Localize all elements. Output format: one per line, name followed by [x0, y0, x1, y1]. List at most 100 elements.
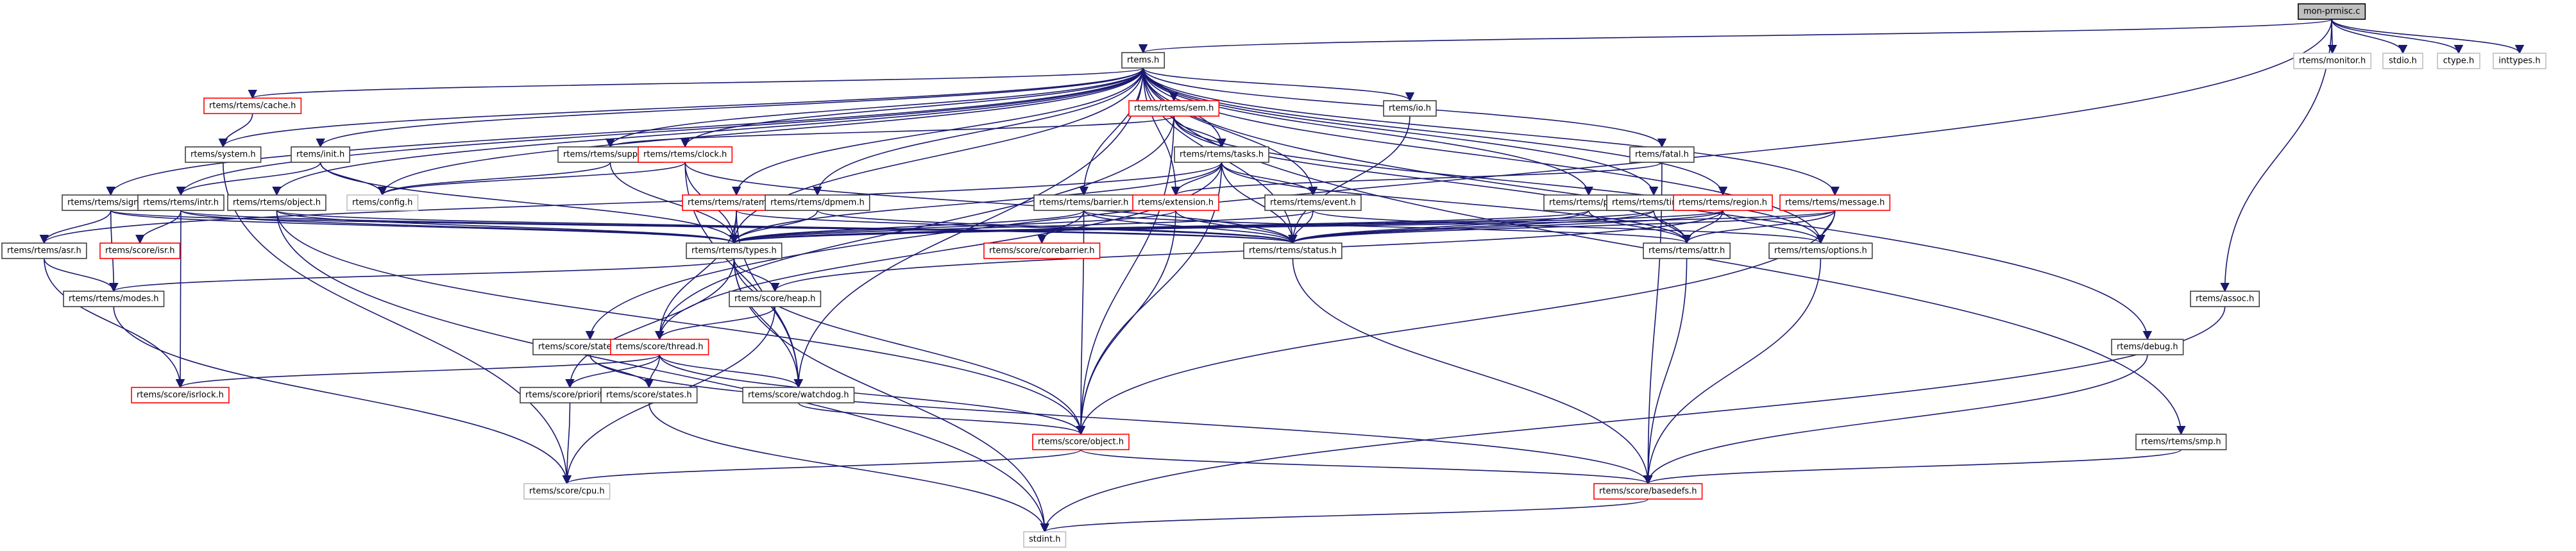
graph-node-label: rtems/score/corebarrier.h: [989, 246, 1095, 256]
edge-mon-prmisc-to-rtems-h: [1139, 19, 2332, 54]
edge-rtems-h-to-clock-h: [681, 67, 1144, 148]
graph-node-cache-h[interactable]: rtems/rtems/cache.h: [203, 97, 302, 114]
edge-support-h-to-types-h: [609, 162, 739, 244]
edge-types-h-to-stdint-h: [733, 258, 1049, 533]
graph-node-box: [1033, 194, 1135, 211]
graph-node-box: [185, 146, 262, 163]
edge-rtems-h-to-ratemon-h: [731, 67, 1144, 196]
graph-node-message-h[interactable]: rtems/rtems/message.h: [1779, 194, 1891, 211]
graph-node-modes-h[interactable]: rtems/rtems/modes.h: [63, 291, 165, 307]
edge-region-h-to-status-h: [1288, 210, 1724, 244]
graph-node-dpmem-h[interactable]: rtems/rtems/dpmem.h: [765, 194, 870, 211]
graph-node-box: [1, 242, 87, 259]
edge-object-h-to-stdint-h: [276, 210, 1049, 533]
graph-node-box: [2382, 53, 2423, 69]
graph-node-isrlock-h[interactable]: rtems/score/isrlock.h: [131, 387, 230, 403]
graph-node-status-h[interactable]: rtems/rtems/status.h: [1243, 242, 1343, 259]
edge-mon-prmisc-to-stdio-h: [2331, 19, 2408, 55]
edge-barrier-h-to-types-h: [729, 210, 1085, 244]
edge-rtems-h-to-part-h: [1142, 67, 1593, 196]
graph-node-box: [1032, 434, 1130, 450]
graph-node-mon-prmisc[interactable]: mon-prmisc.c: [2298, 3, 2366, 20]
edge-rtems-h-to-dpmem-h: [813, 67, 1144, 196]
graph-node-label: rtems/rtems/attr.h: [1648, 246, 1725, 256]
graph-node-fatal-h[interactable]: rtems/fatal.h: [1629, 146, 1695, 163]
graph-node-box: [765, 194, 870, 211]
graph-node-debug-h[interactable]: rtems/debug.h: [2111, 339, 2184, 355]
graph-node-attr-h[interactable]: rtems/rtems/attr.h: [1643, 242, 1731, 259]
graph-node-box: [346, 194, 419, 211]
edge-object-h-to-sobject-h: [276, 210, 1086, 436]
edge-statesimpl-h-to-basedefs-h: [589, 354, 1653, 485]
graph-node-intr-h[interactable]: rtems/rtems/intr.h: [137, 194, 225, 211]
graph-node-label: rtems/rtems/cache.h: [209, 101, 296, 111]
edge-signal-h-to-asr-h: [39, 210, 112, 244]
graph-node-system-h[interactable]: rtems/system.h: [185, 146, 262, 163]
graph-node-sem-h[interactable]: rtems/rtems/sem.h: [1128, 100, 1220, 117]
graph-node-options-h[interactable]: rtems/rtems/options.h: [1768, 242, 1873, 259]
graph-node-label: rtems/fatal.h: [1635, 150, 1689, 160]
graph-node-inttypes-h[interactable]: inttypes.h: [2493, 53, 2546, 69]
graph-node-label: rtems/score/watchdog.h: [748, 391, 849, 400]
graph-node-tasks-h[interactable]: rtems/rtems/tasks.h: [1174, 146, 1269, 163]
graph-node-label: inttypes.h: [2498, 56, 2540, 66]
graph-node-box: [227, 194, 326, 211]
graph-node-stdio-h[interactable]: stdio.h: [2382, 53, 2423, 69]
graph-node-config-h[interactable]: rtems/config.h: [346, 194, 419, 211]
graph-node-label: mon-prmisc.c: [2303, 7, 2360, 17]
edge-thread-h-to-states-h: [644, 354, 661, 389]
edge-sem-h-to-attr-h: [1173, 115, 1691, 244]
graph-node-rtems-h[interactable]: rtems.h: [1121, 52, 1165, 69]
graph-node-box: [291, 146, 351, 163]
graph-node-label: rtems/rtems/region.h: [1679, 198, 1767, 208]
graph-node-init-h[interactable]: rtems/init.h: [291, 146, 351, 163]
graph-node-thread-h[interactable]: rtems/score/thread.h: [610, 339, 709, 355]
edge-clock-h-to-status-h: [684, 162, 1298, 244]
graph-node-region-h[interactable]: rtems/rtems/region.h: [1673, 194, 1773, 211]
graph-node-box: [1673, 194, 1773, 211]
edge-cache-h-to-system-h: [218, 113, 253, 148]
graph-node-label: rtems/score/priority.h: [525, 391, 614, 400]
edge-extension-h-to-types-h: [729, 210, 1176, 244]
graph-node-label: rtems/rtems/asr.h: [7, 246, 81, 256]
graph-node-label: rtems/extension.h: [1138, 198, 1214, 208]
graph-node-watchdog-h[interactable]: rtems/score/watchdog.h: [742, 387, 855, 403]
graph-node-label: rtems/rtems/intr.h: [143, 198, 219, 208]
graph-node-io-h[interactable]: rtems/io.h: [1383, 100, 1437, 117]
graph-node-clock-h[interactable]: rtems/rtems/clock.h: [638, 146, 733, 163]
edge-mon-prmisc-to-ctype-h: [2331, 19, 2464, 55]
graph-node-label: rtems/rtems/smp.h: [2141, 437, 2221, 447]
graph-node-isr-h[interactable]: rtems/score/isr.h: [99, 242, 181, 259]
graph-node-stdint-h[interactable]: stdint.h: [1023, 531, 1067, 548]
edge-sem-h-to-sobject-h: [1076, 115, 1174, 436]
graph-node-assoc-h[interactable]: rtems/assoc.h: [2190, 291, 2260, 307]
graph-node-basedefs-h[interactable]: rtems/score/basedefs.h: [1593, 483, 1703, 500]
edge-sobject-h-to-basedefs-h: [1080, 449, 1653, 485]
graph-node-box: [729, 291, 822, 307]
graph-node-ctype-h[interactable]: ctype.h: [2437, 53, 2480, 69]
graph-node-monitor-h[interactable]: rtems/monitor.h: [2293, 53, 2372, 69]
edge-rtems-h-to-barrier-h: [1079, 67, 1144, 196]
graph-node-label: rtems/rtems/dpmem.h: [770, 198, 865, 208]
graph-node-extension-h[interactable]: rtems/extension.h: [1132, 194, 1219, 211]
edge-barrier-h-to-corebarrier-h: [1037, 210, 1085, 244]
edge-sem-h-to-support-h: [606, 115, 1174, 148]
edge-states-h-to-stdint-h: [648, 402, 1049, 533]
graph-node-barrier-h[interactable]: rtems/rtems/barrier.h: [1033, 194, 1135, 211]
graph-node-object-h[interactable]: rtems/rtems/object.h: [227, 194, 326, 211]
graph-node-sobject-h[interactable]: rtems/score/object.h: [1032, 434, 1130, 450]
graph-node-label: rtems/rtems/options.h: [1774, 246, 1867, 256]
edge-init-h-to-types-h: [319, 162, 739, 244]
graph-node-corebarrier-h[interactable]: rtems/score/corebarrier.h: [983, 242, 1101, 259]
graph-node-smp-h[interactable]: rtems/rtems/smp.h: [2135, 434, 2227, 450]
edge-options-h-to-basedefs-h: [1643, 258, 1822, 485]
graph-node-states-h[interactable]: rtems/score/states.h: [600, 387, 698, 403]
graph-node-asr-h[interactable]: rtems/rtems/asr.h: [1, 242, 87, 259]
graph-node-event-h[interactable]: rtems/rtems/event.h: [1264, 194, 1362, 211]
graph-node-heap-h[interactable]: rtems/score/heap.h: [729, 291, 822, 307]
graph-node-cpu-h[interactable]: rtems/score/cpu.h: [523, 483, 611, 500]
graph-node-box: [203, 97, 302, 114]
graph-node-box: [523, 483, 611, 500]
graph-node-types-h[interactable]: rtems/rtems/types.h: [686, 242, 783, 259]
